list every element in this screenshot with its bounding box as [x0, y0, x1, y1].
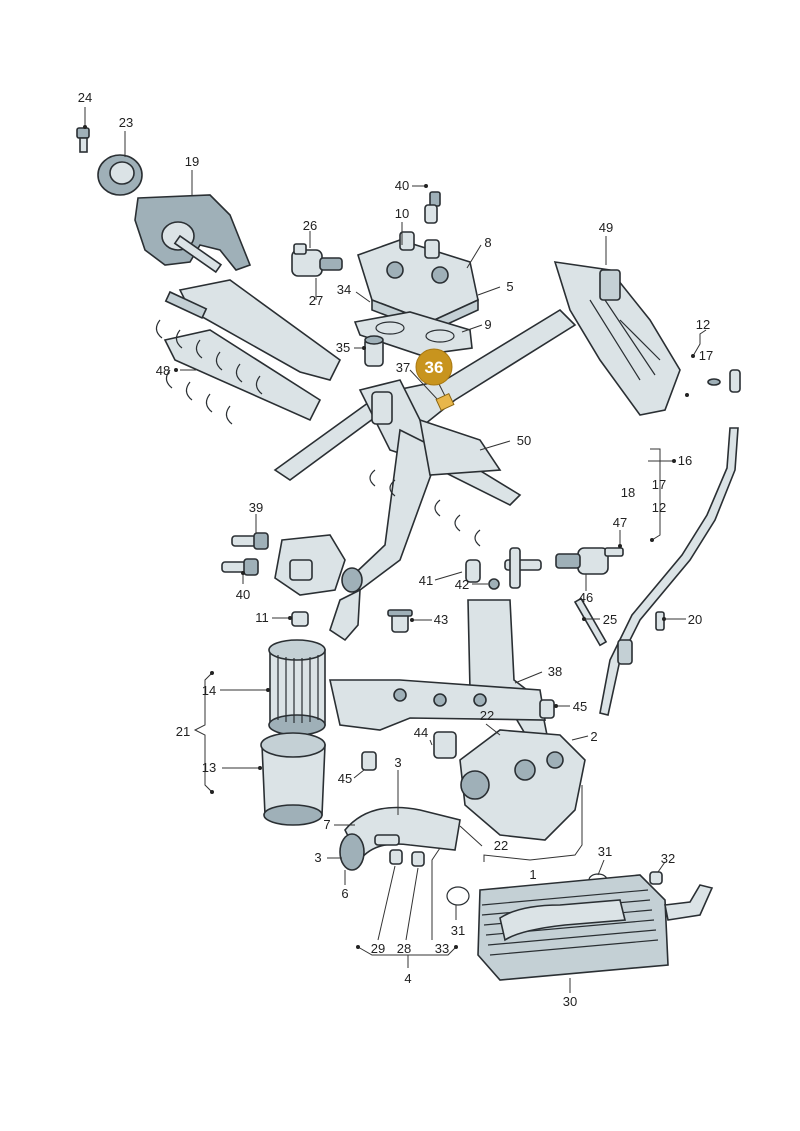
callout-label: 25 [603, 612, 617, 627]
callout-label: 3 [394, 755, 401, 770]
callout-label: 47 [613, 515, 627, 530]
callout-label: 5 [506, 279, 513, 294]
part-bolt-47 [604, 547, 624, 557]
callout-label: 7 [323, 817, 330, 832]
part-dipstick-tube-16 [599, 427, 739, 716]
part-manifold-49 [553, 261, 681, 416]
callout-label: 24 [78, 90, 92, 105]
callout-label: 41 [419, 573, 433, 588]
callout-label: 37 [396, 360, 410, 375]
callout-label: 12 [696, 317, 710, 332]
callout-label: 29 [371, 941, 385, 956]
part-pipe-7 [339, 806, 461, 871]
part-bolt-20 [655, 611, 665, 631]
part-fitting-42 [488, 578, 500, 590]
highlight-callout-36[interactable]: 36 [415, 348, 455, 412]
callout-label: 3 [314, 850, 321, 865]
callout-label: 10 [395, 206, 409, 221]
part-sensor-17 [707, 369, 741, 393]
highlight-badge [415, 348, 453, 386]
part-filter-housing-13 [260, 732, 326, 826]
part-sensor-40-top [424, 191, 441, 224]
callout-label: 13 [202, 760, 216, 775]
callout-label: 38 [548, 664, 562, 679]
part-pipe-tee [504, 547, 542, 589]
part-sensor-39 [231, 532, 269, 550]
callout-labels: 24 23 19 40 10 8 26 27 34 5 9 49 35 37 4… [78, 90, 713, 1009]
callout-label: 2 [590, 729, 597, 744]
part-fitting-44 [433, 731, 457, 759]
callout-label: 48 [156, 363, 170, 378]
callout-label: 28 [397, 941, 411, 956]
callout-label: 11 [255, 610, 269, 625]
callout-label: 45 [338, 771, 352, 786]
callout-label: 16 [678, 453, 692, 468]
callout-label: 22 [494, 838, 508, 853]
callout-label: 23 [119, 115, 133, 130]
part-gasket-9 [353, 311, 473, 356]
part-plug-11 [291, 611, 309, 627]
callout-label: 9 [484, 317, 491, 332]
callout-label: 20 [688, 612, 702, 627]
callout-label: 50 [517, 433, 531, 448]
leader-lines [84, 107, 707, 993]
callout-label: 43 [434, 612, 448, 627]
callout-label: 21 [176, 724, 190, 739]
callout-label: 33 [435, 941, 449, 956]
callout-label: 19 [185, 154, 199, 169]
part-pump-body-2 [459, 729, 586, 841]
callout-label: 22 [480, 708, 494, 723]
part-fitting-35 [364, 335, 384, 367]
part-pulley-23 [97, 154, 143, 196]
part-plug-43 [387, 609, 413, 633]
callout-label: 18 [621, 485, 635, 500]
part-filter-14 [268, 639, 326, 736]
callout-label: 17 [652, 477, 666, 492]
callout-label: 6 [341, 886, 348, 901]
callout-label: 17 [699, 348, 713, 363]
callout-label: 40 [395, 178, 409, 193]
part-manifold-48 [155, 279, 342, 425]
part-bolt-32 [649, 871, 663, 885]
part-valve-26 [291, 243, 343, 277]
callout-label: 30 [563, 994, 577, 1009]
callout-label: 32 [661, 851, 675, 866]
part-rod-25 [573, 597, 608, 647]
callout-label: 49 [599, 220, 613, 235]
callout-label: 34 [337, 282, 351, 297]
part-housing-19 [134, 194, 252, 274]
part-sensor-40 [221, 558, 259, 576]
part-main-manifold-50 [273, 308, 577, 642]
part-valve-46 [555, 547, 609, 575]
callout-label: 44 [414, 725, 428, 740]
callout-label: 8 [484, 235, 491, 250]
part-oil-cooler-30 [477, 874, 714, 981]
callout-label: 27 [309, 293, 323, 308]
callout-label: 1 [529, 867, 536, 882]
callout-label: 45 [573, 699, 587, 714]
part-bolt-24 [76, 127, 90, 153]
callout-label: 35 [336, 340, 350, 355]
callout-label: 14 [202, 683, 216, 698]
callout-label: 39 [249, 500, 263, 515]
callout-label: 40 [236, 587, 250, 602]
part-valve-41 [465, 559, 481, 583]
part-oil-pump [274, 534, 363, 596]
leader-dots [83, 125, 695, 949]
part-fitting-29-28 [389, 849, 425, 867]
callout-label: 12 [652, 500, 666, 515]
callout-label: 46 [579, 590, 593, 605]
callout-label: 31 [598, 844, 612, 859]
callout-label: 42 [455, 577, 469, 592]
part-bracket-38 [329, 599, 549, 743]
callout-label: 26 [303, 218, 317, 233]
part-fitting-45-right [539, 699, 555, 719]
callout-label: 31 [451, 923, 465, 938]
callout-label: 4 [404, 971, 411, 986]
highlight-badge-label: 36 [425, 358, 444, 377]
part-fitting-45-left [361, 751, 377, 771]
